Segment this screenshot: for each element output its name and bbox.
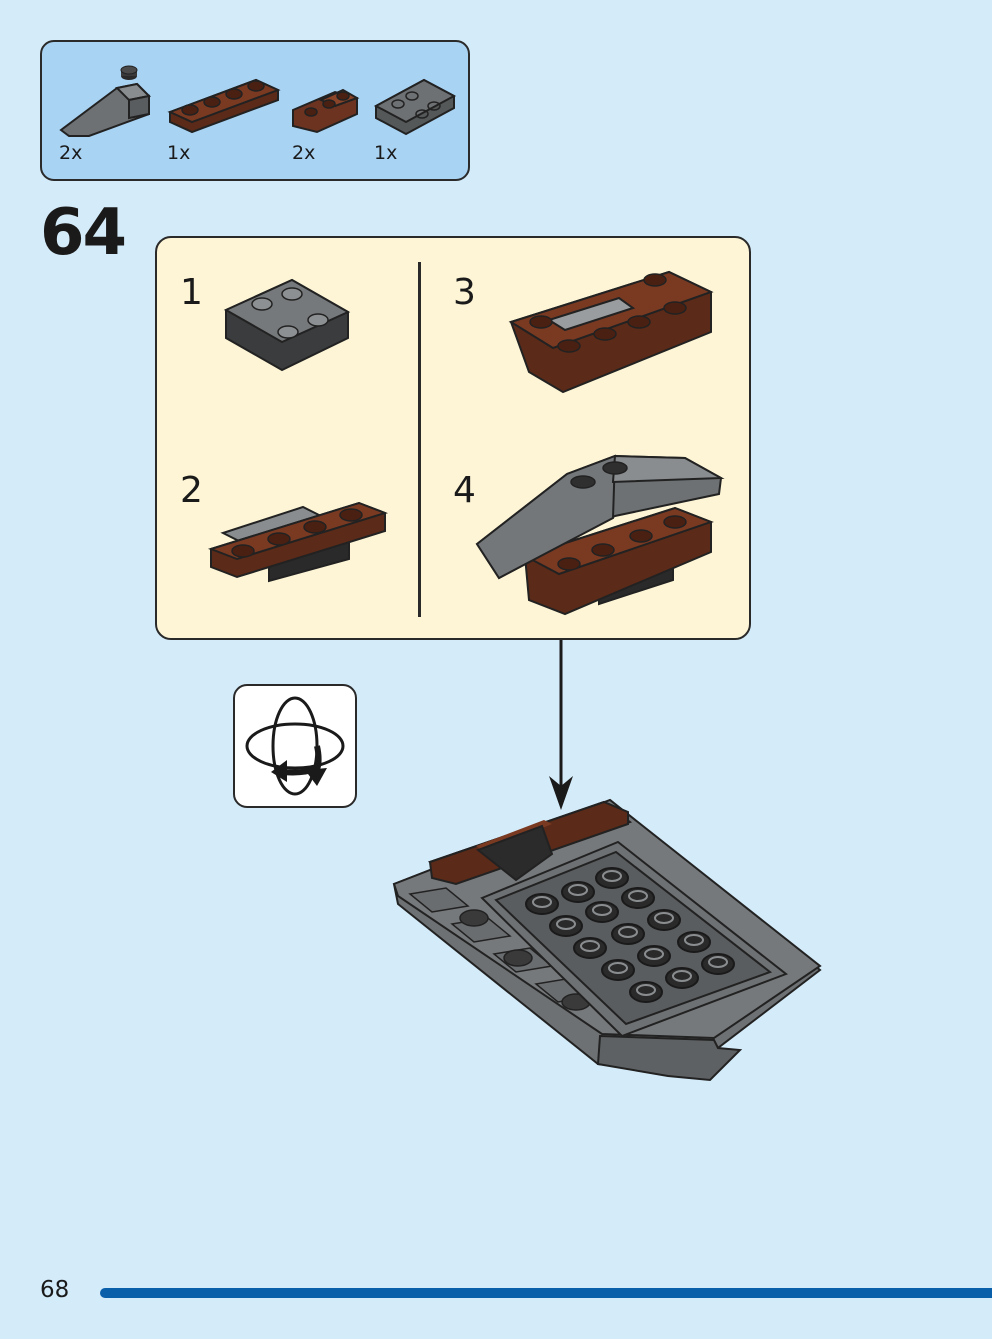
substep-4-number: 4 [453, 470, 476, 511]
substep-divider [418, 262, 421, 617]
substep-2-number: 2 [180, 470, 203, 511]
part-2-qty: 1x [167, 142, 191, 164]
attach-arrow [549, 640, 573, 810]
main-model-illustration [392, 798, 822, 1082]
substep-3-illustration [508, 270, 714, 394]
part-3-qty: 2x [292, 142, 316, 164]
dark-gray-slope-icon [59, 65, 152, 137]
parts-callout: 2x 1x 2x 1x [40, 40, 470, 181]
part-4-qty: 1x [374, 142, 398, 164]
substep-4-illustration [475, 454, 725, 616]
brown-plate-1x4-icon [167, 78, 281, 134]
substep-2-illustration [207, 501, 389, 583]
substep-1-illustration [223, 278, 351, 372]
dark-gray-inverted-slope-icon [373, 78, 457, 136]
rotate-model-callout [233, 684, 357, 808]
page-number: 68 [40, 1277, 70, 1303]
page-progress-bar [100, 1288, 992, 1298]
rotate-icon [245, 696, 345, 796]
substep-panel: 1 2 3 4 [155, 236, 751, 640]
substep-3-number: 3 [453, 272, 476, 313]
step-number: 64 [40, 196, 127, 270]
substep-1-number: 1 [180, 272, 203, 313]
brown-bracket-icon [292, 88, 360, 134]
part-1-qty: 2x [59, 142, 83, 164]
